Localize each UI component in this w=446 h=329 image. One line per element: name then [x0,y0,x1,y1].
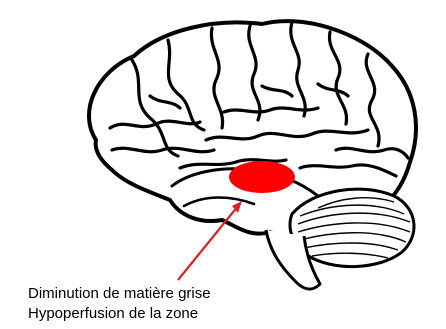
caption-line-1: Diminution de matière grise [28,285,446,303]
caption-line-2: Hypoperfusion de la zone [28,305,446,323]
hypoperfusion-zone [229,161,295,193]
